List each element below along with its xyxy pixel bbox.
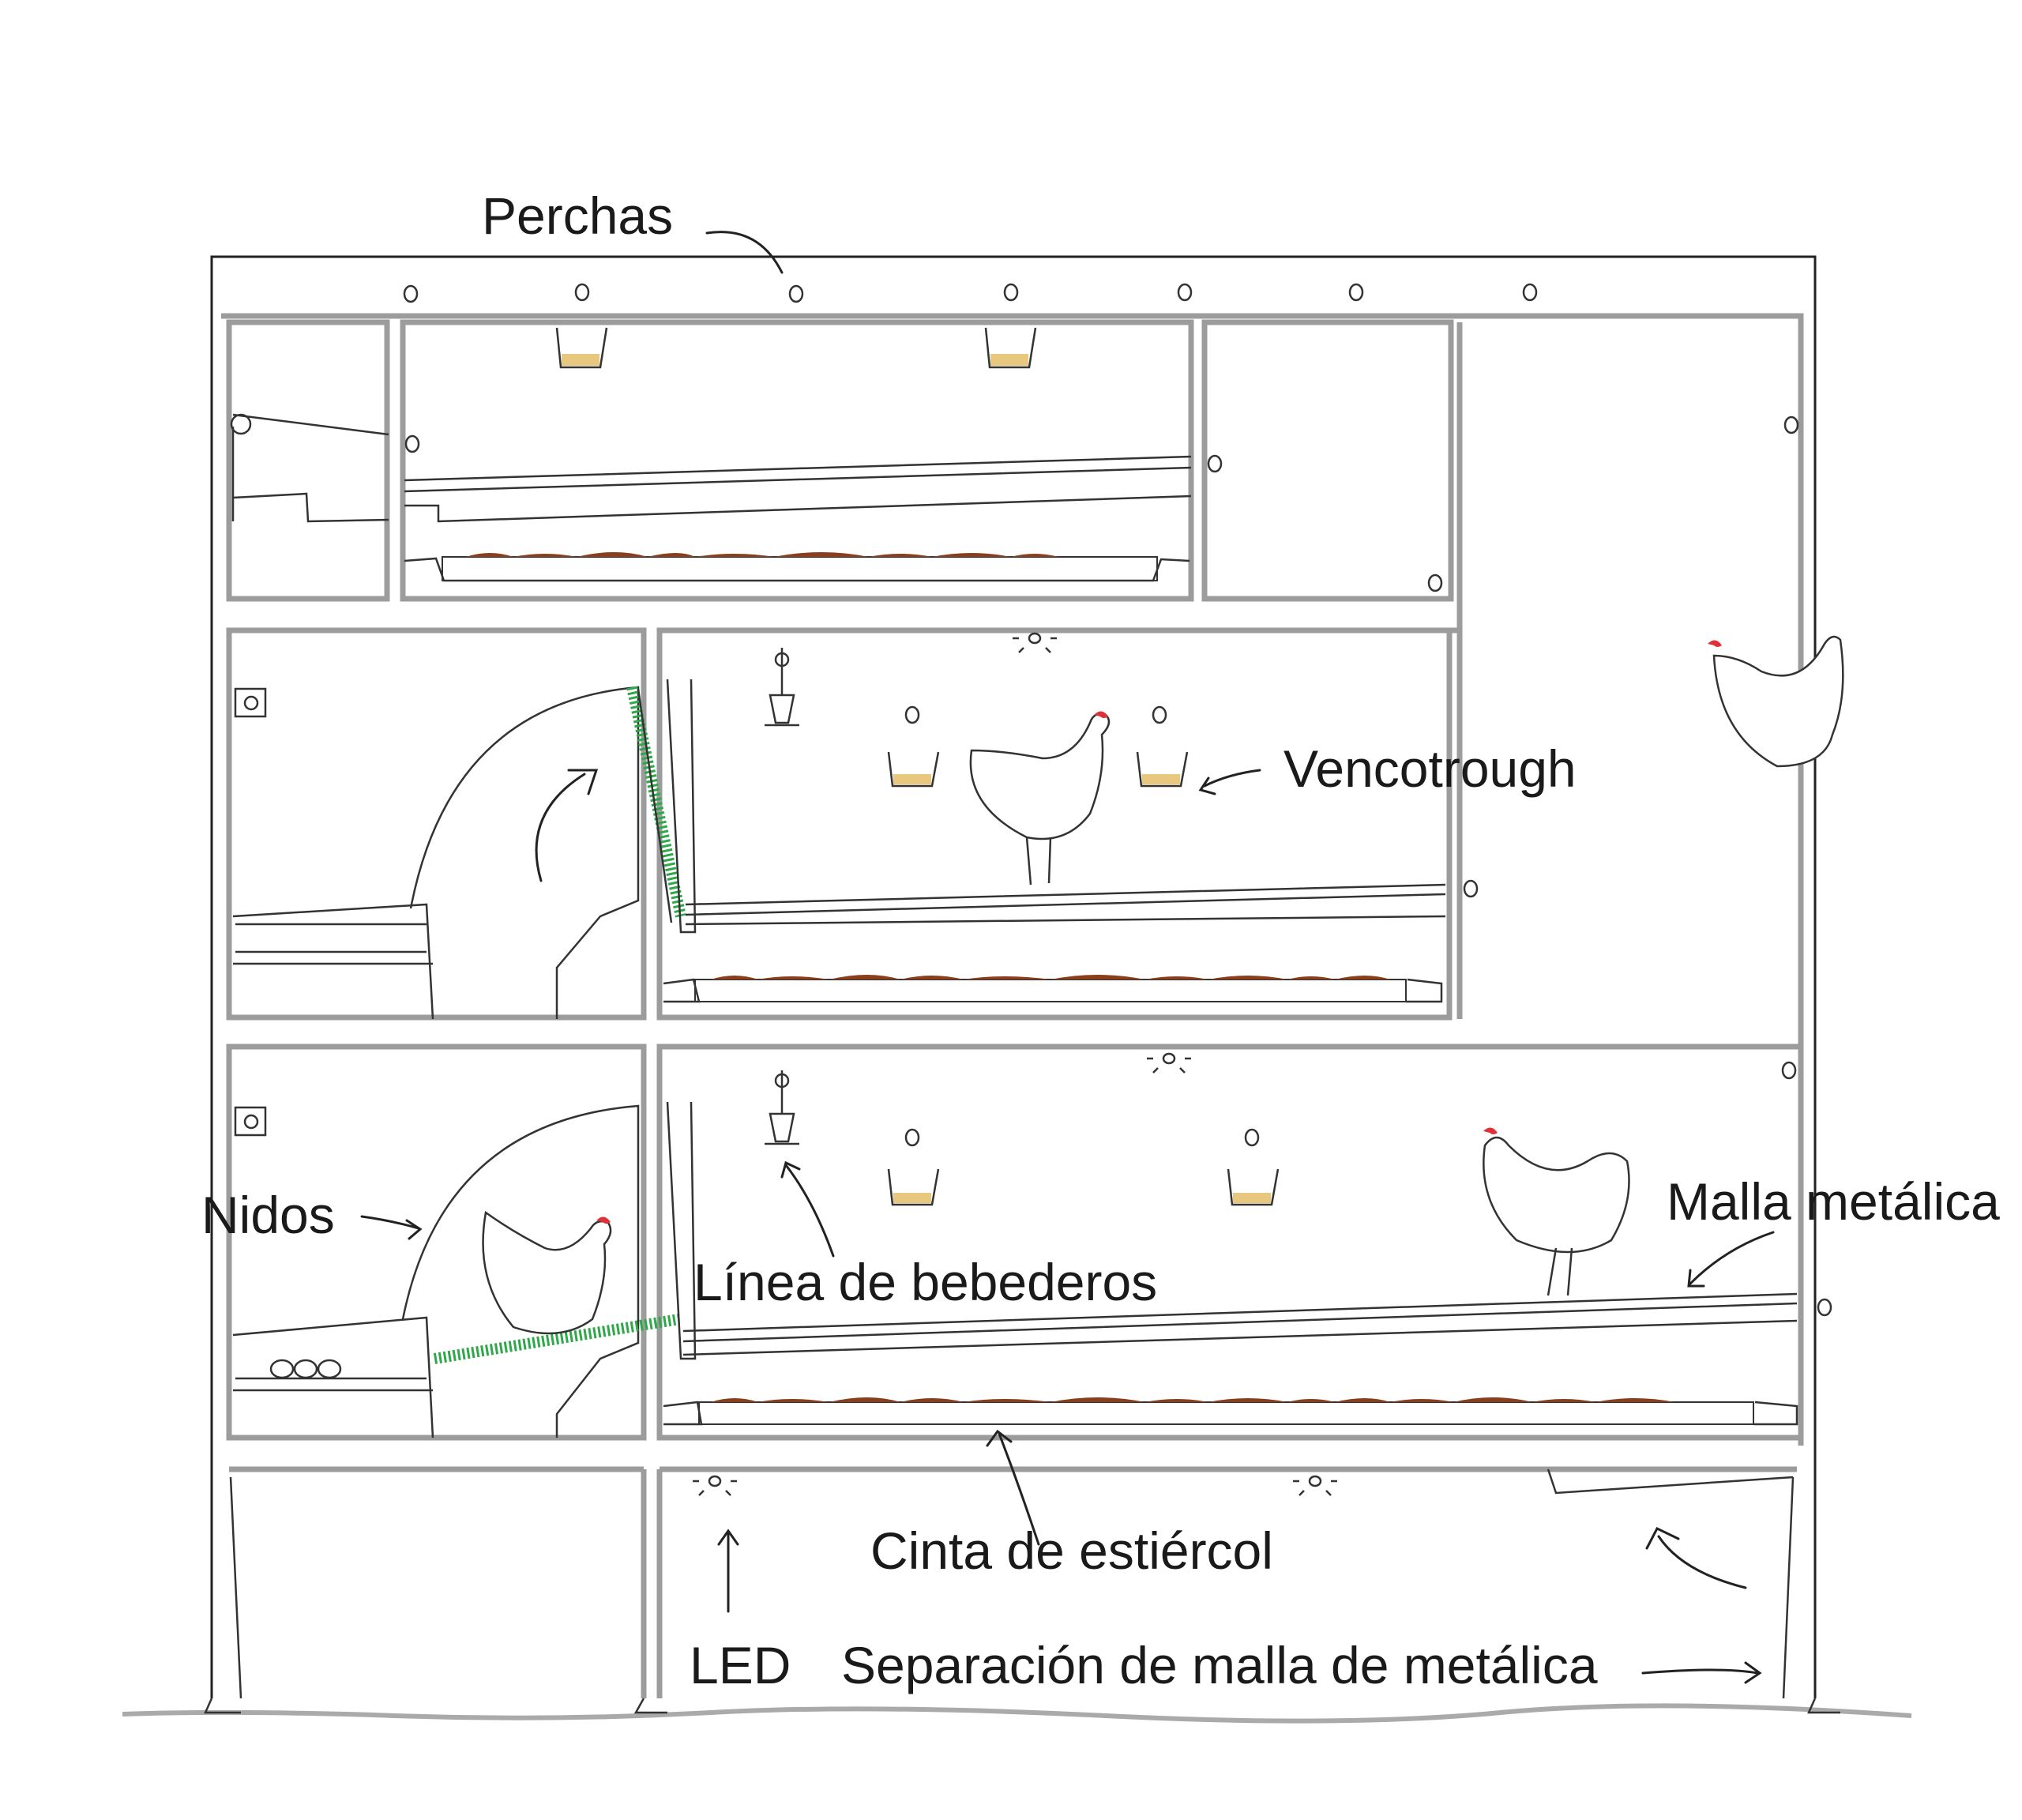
label-cinta-estiercol: Cinta de estiércol <box>870 1521 1273 1580</box>
label-linea-bebederos: Línea de bebederos <box>693 1253 1158 1311</box>
hen-nest <box>482 1210 612 1335</box>
led-icon <box>1147 1052 1191 1074</box>
middle-tier <box>226 627 1479 1021</box>
led-icon <box>1013 632 1057 653</box>
label-vencotrough: Vencotrough <box>1283 739 1577 798</box>
top-tier <box>226 319 1799 1019</box>
hen-right <box>1483 1127 1630 1296</box>
bottom-tier <box>226 1043 1832 1441</box>
ground-line <box>122 1703 1912 1724</box>
label-nidos: Nidos <box>201 1186 335 1244</box>
base-compartment <box>204 1466 1840 1714</box>
hen-climbing <box>1708 635 1844 768</box>
led-icon <box>693 1475 737 1496</box>
callout-pointers <box>360 231 1775 1684</box>
label-perchas: Perchas <box>482 186 674 245</box>
label-separacion: Separación de malla de metálica <box>841 1636 1598 1694</box>
top-perches <box>403 283 1538 303</box>
label-malla-metalica: Malla metálica <box>1667 1172 2000 1231</box>
label-led: LED <box>690 1636 791 1694</box>
led-icon <box>1293 1475 1337 1496</box>
hen-middle <box>969 711 1111 886</box>
